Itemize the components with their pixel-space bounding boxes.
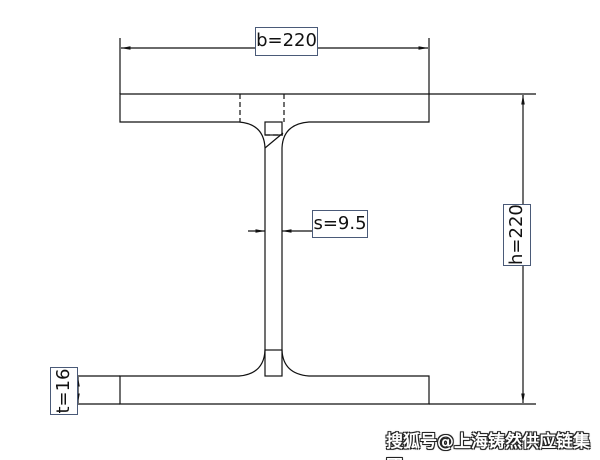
diagonal-line — [264, 132, 284, 149]
s-dimension-label: s=9.5 — [312, 210, 368, 238]
watermark: 搜狐号@上海铸然供应链集团 — [386, 432, 590, 460]
b-dimension-label: b=220 — [255, 27, 318, 56]
t-dimension-label: t=16 — [50, 367, 78, 415]
hidden-lines — [239, 94, 285, 136]
h-dimension-label: h=220 — [503, 204, 531, 266]
web-detail-bottom — [264, 349, 283, 377]
web-detail — [264, 121, 283, 136]
